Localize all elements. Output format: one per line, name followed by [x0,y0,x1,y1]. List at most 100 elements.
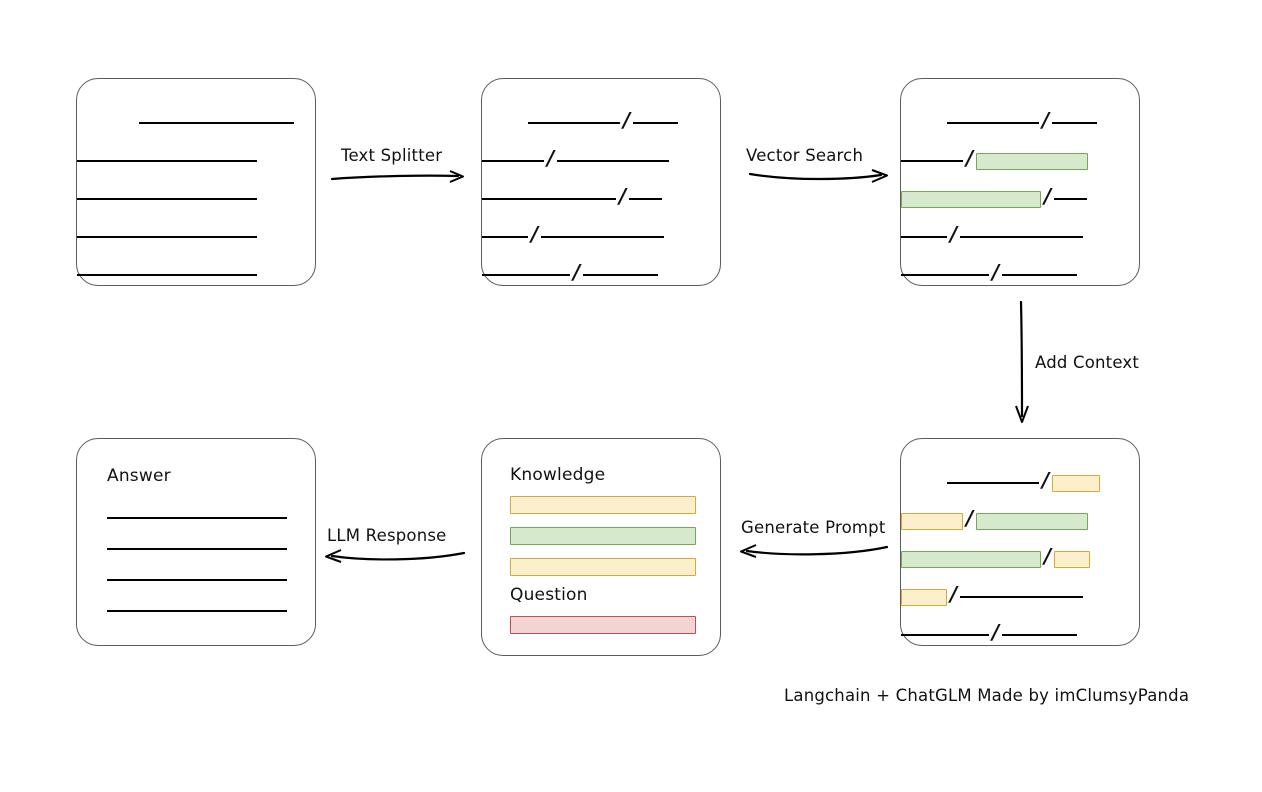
text-line: / [901,110,1139,131]
highlight-chip-green [901,550,1041,568]
text-rule [541,236,665,238]
chunk-separator-slash: / [619,184,627,208]
text-line: / [901,584,1139,606]
chunk-separator-slash: / [1044,184,1052,208]
answer-text-rule [107,548,287,550]
chunk-separator-slash: / [1042,108,1050,132]
text-line: / [901,224,1139,245]
text-line [77,229,315,245]
text-line [77,115,315,131]
text-rule [901,236,947,238]
knowledge-bar-3 [510,558,696,576]
chunk-separator-slash: / [1044,544,1052,568]
text-line: / [901,622,1139,643]
arrow-label-vector-search: Vector Search [746,146,864,165]
text-rule [1052,122,1098,124]
text-rule [482,274,570,276]
chunk-separator-slash: / [531,222,539,246]
text-line: / [482,262,720,283]
chunk-separator-slash: / [950,222,958,246]
chunk-separator-slash: / [966,146,974,170]
footer-credit: Langchain + ChatGLM Made by imClumsyPand… [784,686,1190,705]
text-rule [1002,274,1078,276]
text-rule [947,482,1039,484]
chunk-separator-slash: / [1042,468,1050,492]
highlight-chip-green [976,512,1089,530]
arrow-label-generate-prompt: Generate Prompt [741,518,886,537]
knowledge-bar-1 [510,496,696,514]
question-heading: Question [510,585,588,605]
text-rule [528,122,620,124]
arrow-label-text-splitter: Text Splitter [341,146,443,165]
arrow-label-llm-response: LLM Response [327,526,447,545]
text-rule [482,160,544,162]
text-rule [77,274,257,276]
text-line: / [901,186,1139,208]
answer-text-rule [107,579,287,581]
chunk-separator-slash: / [573,260,581,284]
arrow-text-splitter [330,170,464,183]
text-line [77,153,315,169]
text-line: / [901,148,1139,170]
arrow-generate-prompt [740,544,889,558]
text-rule [901,634,989,636]
arrow-llm-response [325,549,466,563]
text-rule [901,160,963,162]
text-rule [633,122,679,124]
question-bar-1 [510,616,696,634]
highlight-chip-green [976,152,1089,170]
chunk-separator-slash: / [992,620,1000,644]
text-line: / [482,148,720,169]
highlight-chip-yellow [901,588,947,606]
text-line: / [482,224,720,245]
node-answer[interactable]: Answer [76,438,316,646]
text-rule [77,160,257,162]
text-line [77,191,315,207]
split-chunks-lines: / / / / / [482,79,720,285]
knowledge-heading: Knowledge [510,465,606,485]
text-line: / [901,262,1139,283]
node-split-chunks[interactable]: / / / / / [481,78,721,286]
text-rule [77,198,257,200]
highlight-chip-yellow [901,512,963,530]
chunk-separator-slash: / [966,506,974,530]
highlight-chip-yellow [1052,474,1101,492]
answer-text-rule [107,610,287,612]
chunk-separator-slash: / [992,260,1000,284]
text-line: / [901,508,1139,530]
node-context-chunks[interactable]: / / / / / [900,438,1140,646]
knowledge-bar-2 [510,527,696,545]
chunk-separator-slash: / [950,582,958,606]
matched-chunks-lines: / / / / / [901,79,1139,285]
text-rule [947,122,1039,124]
arrow-vector-search [748,169,888,183]
text-rule [77,236,257,238]
answer-text-rule [107,517,287,519]
text-rule [139,122,294,124]
text-line: / [901,546,1139,568]
arrow-add-context [1015,300,1029,423]
node-matched-chunks[interactable]: / / / / / [900,78,1140,286]
node-prompt[interactable]: Knowledge Question [481,438,721,656]
text-rule [557,160,670,162]
context-chunks-lines: / / / / / [901,439,1139,645]
text-rule [482,236,528,238]
node-source-document[interactable] [76,78,316,286]
text-rule [1002,634,1078,636]
text-line: / [901,470,1139,492]
text-rule [960,596,1084,598]
highlight-chip-green [901,190,1041,208]
text-line: / [482,186,720,207]
text-rule [629,198,663,200]
text-rule [583,274,659,276]
text-line [77,267,315,283]
text-line: / [482,110,720,131]
answer-heading: Answer [107,466,171,486]
chunk-separator-slash: / [623,108,631,132]
highlight-chip-yellow [1054,550,1091,568]
source-document-lines [77,79,315,285]
chunk-separator-slash: / [547,146,555,170]
text-rule [482,198,616,200]
text-rule [901,274,989,276]
